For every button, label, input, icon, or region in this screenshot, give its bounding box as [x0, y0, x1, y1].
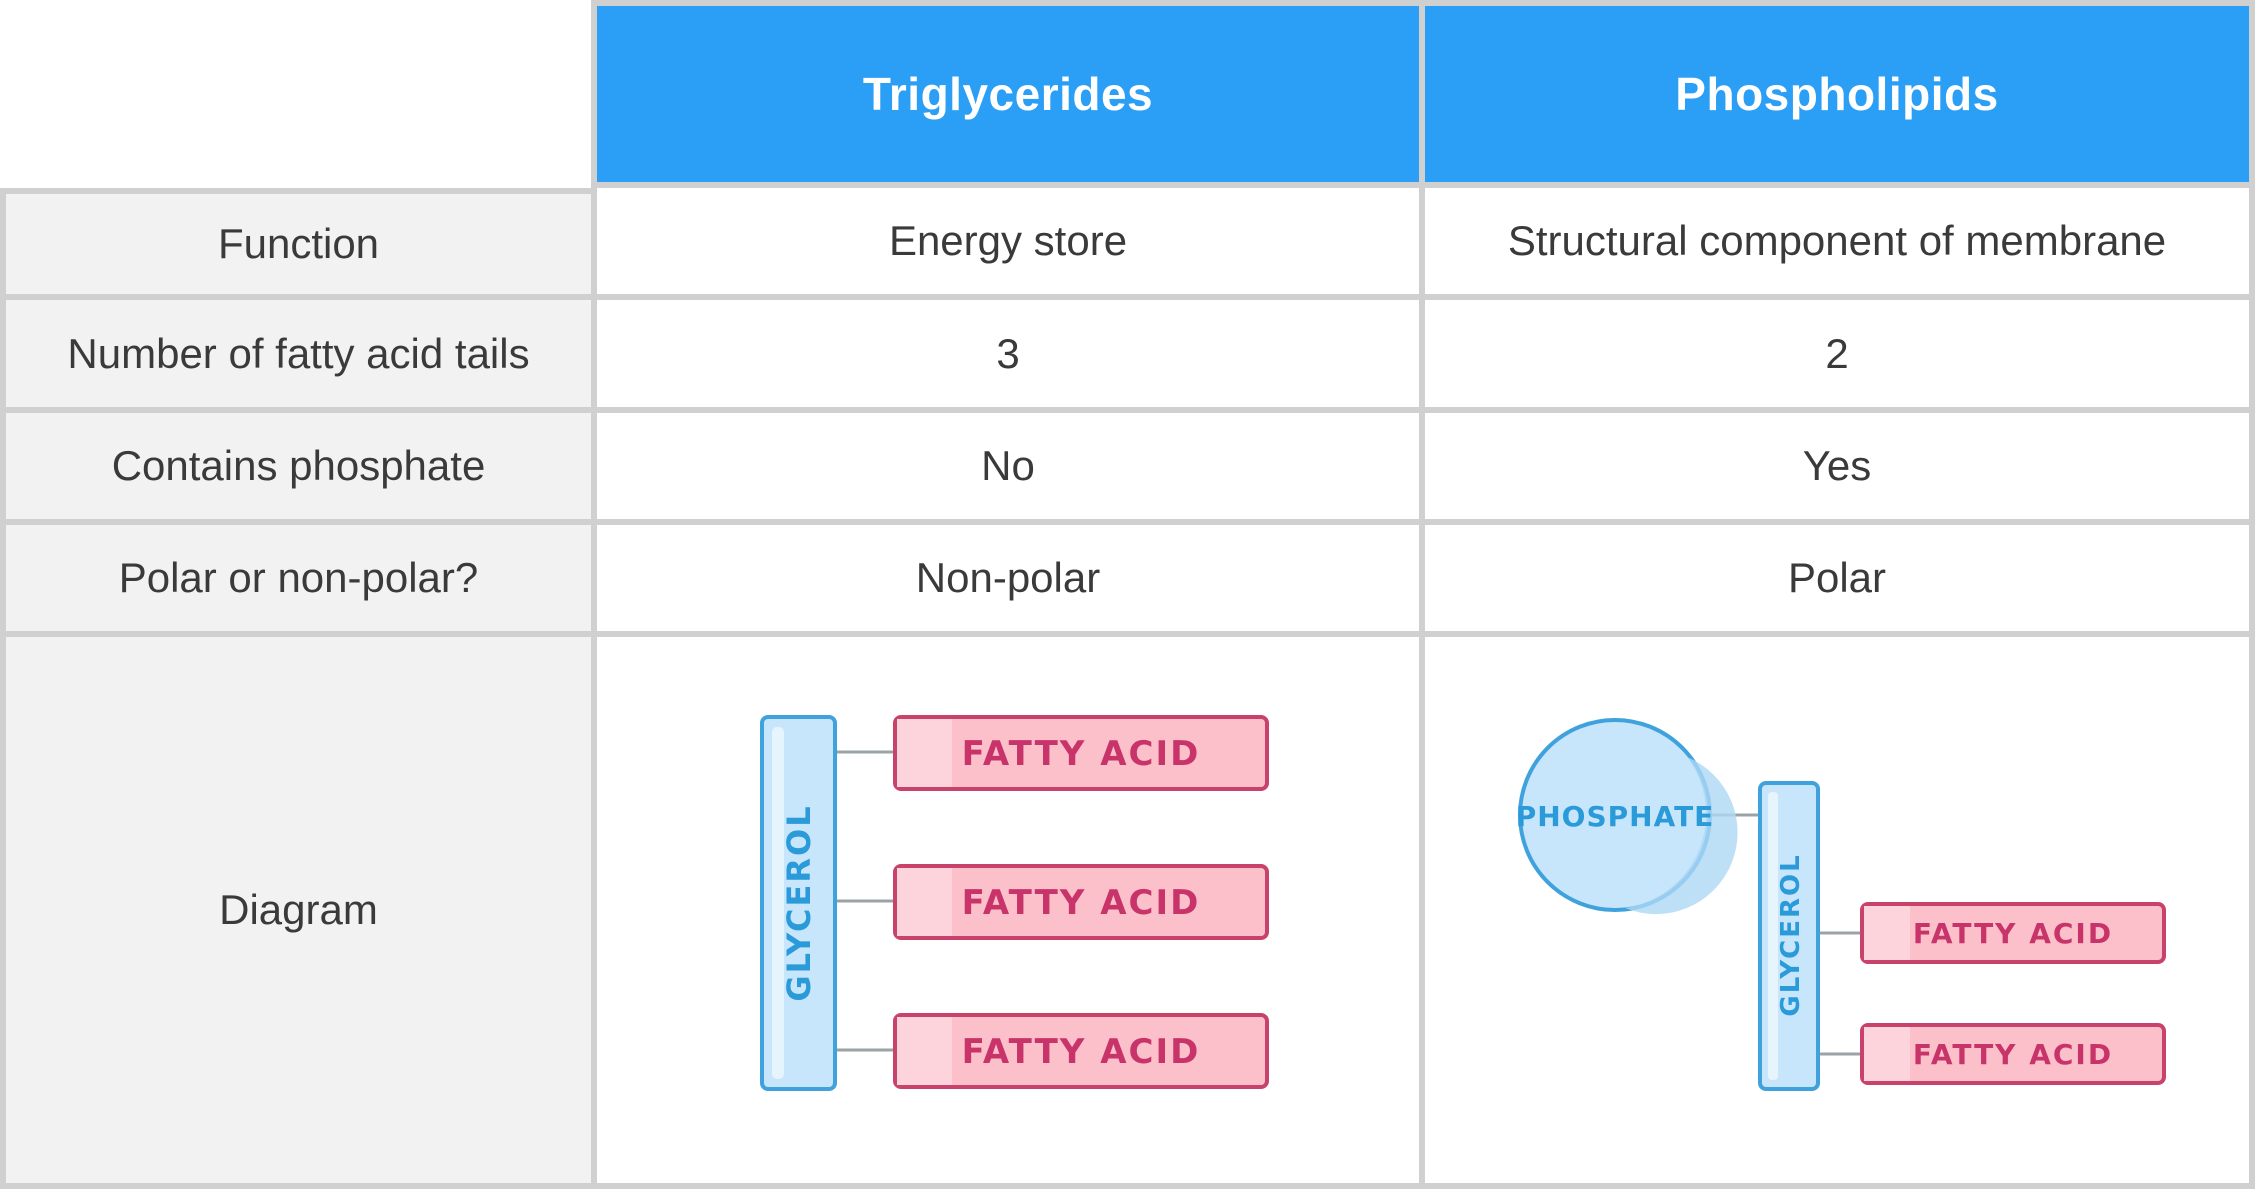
cell-tails-triglycerides: 3 — [597, 300, 1425, 413]
cell-function-triglycerides: Energy store — [597, 188, 1425, 300]
phosphate-label: PHOSPHATE — [1516, 800, 1715, 833]
cell-phosphate-phospholipids: Yes — [1425, 413, 2255, 525]
fatty-acid-label: FATTY ACID — [962, 883, 1201, 923]
fatty-acid-label: FATTY ACID — [1913, 1038, 2113, 1071]
cell-tails-phospholipids: 2 — [1425, 300, 2255, 413]
glycerol-block: GLYCEROL — [1758, 781, 1820, 1091]
phospholipid-diagram: PHOSPHATE GLYCEROL FATTY ACID FATTY ACID — [1516, 718, 2166, 1091]
row-label-diagram: Diagram — [0, 637, 597, 1189]
row-label-function: Function — [0, 188, 597, 300]
fatty-acid-block: FATTY ACID — [1860, 1023, 2166, 1085]
triglyceride-diagram: GLYCEROL FATTY ACID FATTY ACID FATTY ACI… — [760, 715, 1269, 1091]
cell-diagram-phospholipids: PHOSPHATE GLYCEROL FATTY ACID FATTY ACID — [1425, 637, 2255, 1189]
cell-phosphate-triglycerides: No — [597, 413, 1425, 525]
row-label-polarity: Polar or non-polar? — [0, 525, 597, 637]
fatty-acid-block: FATTY ACID — [893, 715, 1269, 791]
glycerol-block: GLYCEROL — [760, 715, 837, 1091]
cell-polarity-phospholipids: Polar — [1425, 525, 2255, 637]
row-label-fatty-acid-tails: Number of fatty acid tails — [0, 300, 597, 413]
glycerol-label: GLYCEROL — [780, 804, 818, 1001]
fatty-acid-label: FATTY ACID — [962, 1032, 1201, 1072]
cell-diagram-triglycerides: GLYCEROL FATTY ACID FATTY ACID FATTY ACI… — [597, 637, 1425, 1189]
phosphate-circle: PHOSPHATE — [1516, 718, 1738, 915]
cell-function-phospholipids: Structural component of membrane — [1425, 188, 2255, 300]
fatty-acid-label: FATTY ACID — [1913, 917, 2113, 950]
fatty-acid-block: FATTY ACID — [893, 1013, 1269, 1089]
fatty-acid-label: FATTY ACID — [962, 734, 1201, 774]
cell-polarity-triglycerides: Non-polar — [597, 525, 1425, 637]
row-label-contains-phosphate: Contains phosphate — [0, 413, 597, 525]
header-triglycerides: Triglycerides — [597, 0, 1425, 188]
header-phospholipids: Phospholipids — [1425, 0, 2255, 188]
fatty-acid-block: FATTY ACID — [893, 864, 1269, 940]
fatty-acid-block: FATTY ACID — [1860, 902, 2166, 964]
glycerol-label: GLYCEROL — [1776, 853, 1806, 1016]
table-corner — [0, 0, 597, 188]
